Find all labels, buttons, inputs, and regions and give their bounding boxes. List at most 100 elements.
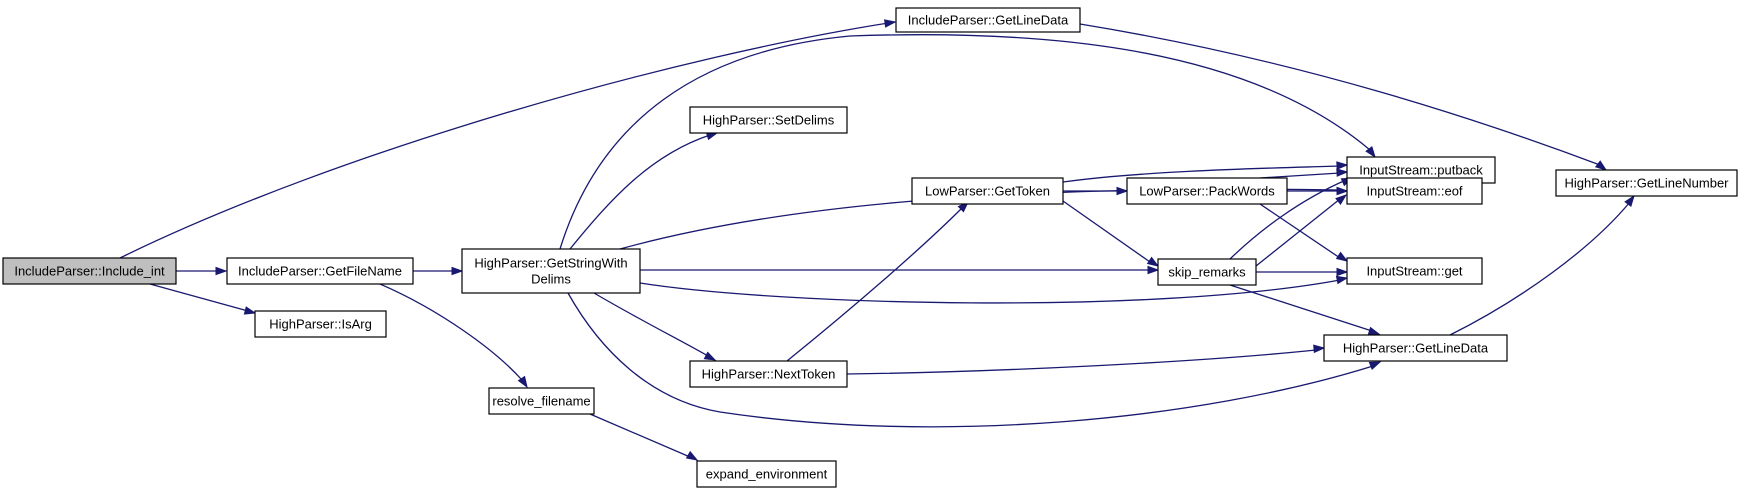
arrowhead	[1335, 251, 1349, 262]
node-label: IncludeParser::Include_int	[14, 264, 165, 279]
node-label: HighParser::GetStringWith	[474, 256, 627, 271]
node-getfilename[interactable]: IncludeParser::GetFileName	[226, 257, 414, 285]
arrowhead	[1336, 168, 1349, 177]
edge-line	[379, 283, 523, 381]
node-skip-remarks[interactable]: skip_remarks	[1157, 258, 1257, 286]
node-label: HighParser::IsArg	[269, 317, 372, 332]
edge-high_getlinedata-to-getlinenumber	[1449, 194, 1635, 336]
edge-getstringwithdelims-to-nexttoken	[593, 292, 717, 361]
node-inc-getlinedata[interactable]: IncludeParser::GetLineData	[895, 7, 1081, 33]
node-isarg[interactable]: HighParser::IsArg	[254, 310, 387, 338]
node-box	[2, 257, 177, 285]
node-label: Delims	[531, 272, 571, 287]
node-box	[689, 360, 848, 388]
edge-getstringwithdelims-to-putback	[559, 34, 1376, 250]
node-include-int[interactable]: IncludeParser::Include_int	[2, 257, 177, 285]
node-label: resolve_filename	[492, 394, 590, 409]
node-box	[461, 248, 641, 294]
node-box	[911, 177, 1064, 205]
node-high-getlinedata[interactable]: HighParser::GetLineData	[1323, 334, 1508, 362]
node-label: InputStream::eof	[1366, 184, 1462, 199]
edge-line	[1062, 165, 1341, 183]
node-label: expand_environment	[706, 467, 828, 482]
arrowhead	[243, 306, 257, 315]
node-setdelims[interactable]: HighParser::SetDelims	[689, 106, 848, 134]
edge-include_int-to-inc_getlinedata	[119, 19, 897, 259]
node-label: HighParser::GetLineNumber	[1564, 176, 1729, 191]
edge-line	[1079, 23, 1601, 166]
edge-include_int-to-isarg	[149, 283, 257, 315]
edge-nexttoken-to-gettoken	[786, 200, 970, 362]
edge-line	[1255, 198, 1341, 267]
node-label: skip_remarks	[1168, 265, 1246, 280]
edge-getfilename-to-getstringwithdelims	[413, 266, 464, 276]
edge-line	[1229, 284, 1373, 332]
arrowhead	[1335, 275, 1349, 285]
edge-gettoken-to-skip_remarks	[1062, 200, 1160, 267]
node-box	[895, 7, 1081, 33]
edge-line	[593, 292, 709, 357]
arrowhead	[1368, 361, 1382, 370]
edge-getfilename-to-resolve_filename	[379, 283, 528, 389]
node-packwords[interactable]: LowParser::PackWords	[1126, 177, 1288, 205]
edge-layer	[119, 19, 1635, 461]
node-label: IncludeParser::GetFileName	[238, 264, 402, 279]
edge-resolve_filename-to-expand_environment	[589, 413, 699, 461]
edge-include_int-to-getfilename	[176, 266, 228, 276]
node-label: HighParser::NextToken	[702, 367, 836, 382]
edge-line	[559, 34, 1371, 250]
arrowhead	[1147, 265, 1160, 275]
edge-skip_remarks-to-get	[1256, 267, 1349, 277]
node-eof[interactable]: InputStream::eof	[1346, 177, 1483, 205]
arrowhead	[451, 266, 464, 276]
edge-nexttoken-to-high_getlinedata	[846, 344, 1326, 375]
node-box	[689, 106, 848, 134]
edge-skip_remarks-to-eof	[1255, 194, 1348, 267]
node-resolve-filename[interactable]: resolve_filename	[488, 387, 595, 415]
node-label: HighParser::SetDelims	[703, 113, 835, 128]
node-getlinenumber[interactable]: HighParser::GetLineNumber	[1555, 169, 1738, 197]
arrowhead	[1336, 161, 1349, 170]
node-box	[1126, 177, 1288, 205]
edge-line	[786, 206, 964, 362]
node-label: LowParser::PackWords	[1139, 184, 1275, 199]
node-expand-environment[interactable]: expand_environment	[696, 460, 837, 488]
edge-line	[1229, 179, 1347, 260]
edge-line	[149, 283, 249, 312]
edge-line	[1259, 172, 1341, 179]
arrowhead	[1367, 326, 1381, 335]
arrowhead	[215, 266, 228, 276]
node-box	[1555, 169, 1738, 197]
edge-line	[639, 279, 1341, 304]
edge-gettoken-to-packwords	[1063, 186, 1129, 196]
edge-packwords-to-eof	[1287, 186, 1349, 196]
node-label: IncludeParser::GetLineData	[908, 13, 1069, 28]
edge-line	[589, 413, 691, 458]
node-label: HighParser::GetLineData	[1343, 341, 1489, 356]
node-box	[1346, 177, 1483, 205]
edge-line	[569, 134, 711, 250]
edge-getstringwithdelims-to-get	[639, 275, 1349, 304]
arrowhead	[1146, 256, 1160, 267]
arrowhead	[685, 450, 699, 461]
edge-skip_remarks-to-high_getlinedata	[1229, 284, 1381, 335]
node-box	[696, 460, 837, 488]
node-label: InputStream::get	[1366, 264, 1462, 279]
arrowhead	[1336, 186, 1349, 196]
arrowhead	[884, 19, 897, 28]
node-get[interactable]: InputStream::get	[1346, 257, 1483, 285]
edge-line	[1062, 200, 1151, 263]
edge-line	[119, 21, 896, 259]
node-box	[226, 257, 414, 285]
arrowhead	[517, 375, 528, 389]
arrowhead	[1624, 194, 1635, 208]
node-gettoken[interactable]: LowParser::GetToken	[911, 177, 1064, 205]
node-label: LowParser::GetToken	[925, 184, 1050, 199]
node-nexttoken[interactable]: HighParser::NextToken	[689, 360, 848, 388]
edge-inc_getlinedata-to-getlinenumber	[1079, 23, 1608, 171]
node-box	[1323, 334, 1508, 362]
arrowhead	[1313, 344, 1326, 354]
arrowhead	[1335, 194, 1348, 205]
node-box	[1346, 257, 1483, 285]
